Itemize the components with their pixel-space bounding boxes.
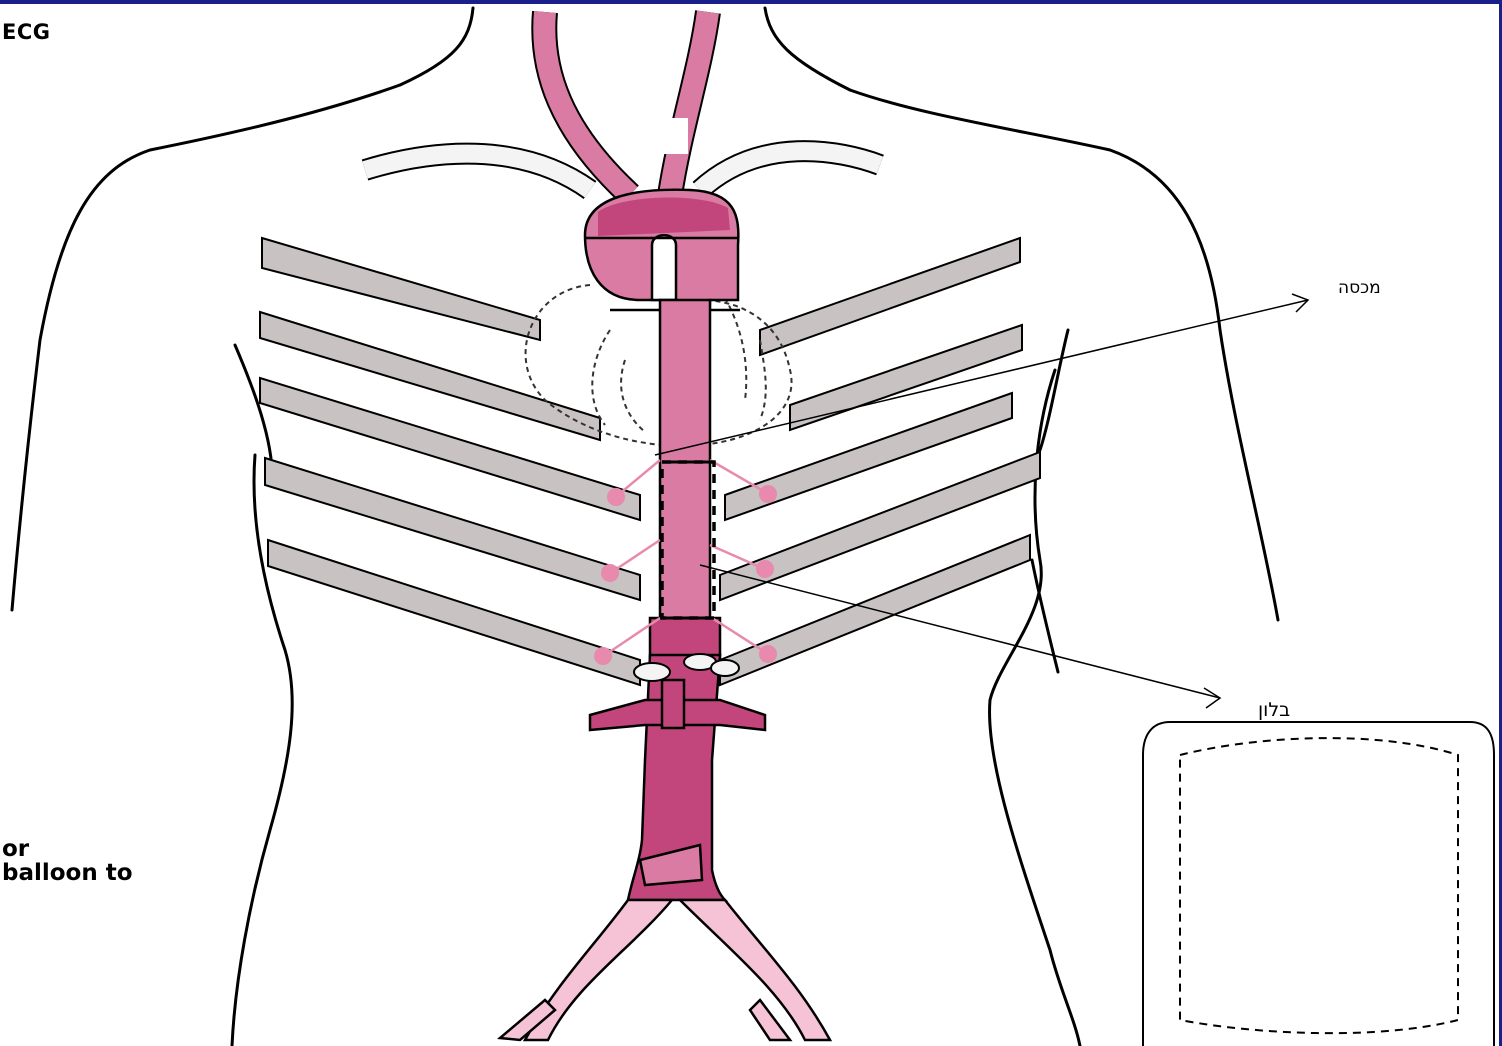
aorta-band bbox=[650, 618, 720, 658]
dot-3r bbox=[759, 645, 777, 663]
celiac-stub bbox=[662, 680, 684, 728]
balloon-shape-dashed bbox=[1180, 738, 1458, 1033]
left-flank bbox=[232, 455, 292, 1046]
descending-aorta bbox=[590, 300, 765, 900]
branch-white-3 bbox=[711, 660, 739, 676]
thoracic-aorta bbox=[660, 300, 710, 630]
caption-fragment-line1: or bbox=[2, 836, 29, 862]
dot-3l bbox=[594, 647, 612, 665]
balloon-label: בלון bbox=[1258, 699, 1290, 721]
dot-1l bbox=[607, 488, 625, 506]
cover-label: מכסה bbox=[1338, 278, 1381, 298]
rib-left-2 bbox=[260, 312, 600, 440]
rib-right-1 bbox=[760, 238, 1020, 355]
balloon-detail bbox=[1143, 722, 1494, 1046]
pointer-to-cover bbox=[655, 300, 1308, 455]
heart-vessel-2 bbox=[621, 360, 645, 432]
intercostal-1r bbox=[710, 460, 765, 492]
dot-2l bbox=[601, 564, 619, 582]
branch-white-1 bbox=[634, 663, 670, 681]
rib-right-4 bbox=[720, 452, 1040, 600]
carotid-highlight bbox=[658, 118, 688, 154]
heart-vessel-3 bbox=[720, 290, 746, 400]
neck-left-line bbox=[400, 8, 473, 85]
right-arm-inner bbox=[1040, 330, 1068, 450]
neck-right-line bbox=[765, 8, 850, 90]
intercostal-1l bbox=[618, 460, 660, 495]
intercostal-2l bbox=[612, 540, 660, 572]
neck-vessels bbox=[365, 12, 880, 195]
left-arm-inner bbox=[235, 345, 272, 470]
iliac-left bbox=[525, 900, 672, 1040]
subclavian-right-fill bbox=[700, 151, 880, 190]
ecg-label: ECG bbox=[2, 20, 51, 44]
intercostal-2r bbox=[710, 545, 762, 568]
right-shoulder-line bbox=[850, 90, 1278, 620]
heart-vessel-1 bbox=[592, 330, 610, 425]
dot-1r bbox=[759, 485, 777, 503]
iliac-arteries bbox=[500, 900, 830, 1040]
caption-fragment-line2: balloon to bbox=[2, 860, 133, 886]
arch-inner-hole bbox=[652, 235, 676, 300]
dot-2r bbox=[756, 560, 774, 578]
balloon-frame bbox=[1143, 722, 1494, 1046]
